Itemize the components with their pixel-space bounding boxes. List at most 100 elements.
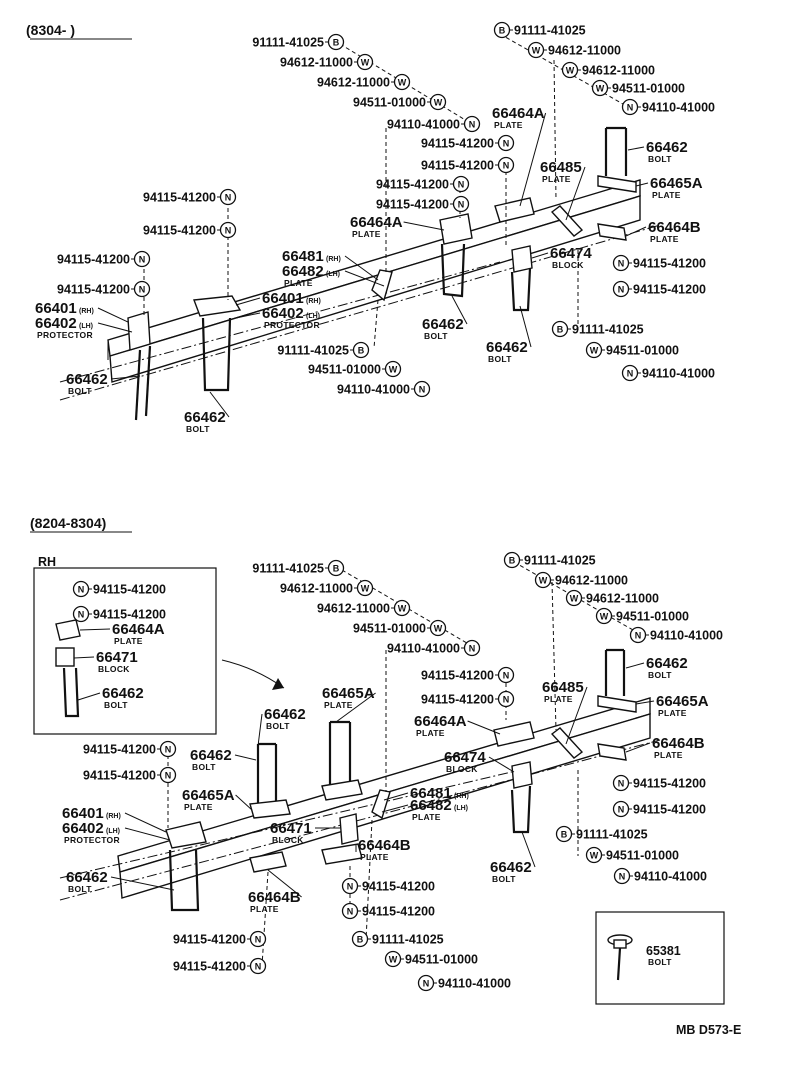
part-caption: BOLT xyxy=(266,721,290,731)
callout-symbol-letter: W xyxy=(570,594,579,604)
nut-symbol-icon xyxy=(159,766,177,784)
callout-part-number: 94115-41200 xyxy=(633,283,706,297)
top-part-66401: 66401(RH) xyxy=(35,300,129,323)
nut-symbol-icon xyxy=(133,250,151,268)
callout-part-number: 94115-41200 xyxy=(421,693,494,707)
nut-symbol-icon xyxy=(612,280,630,298)
nut-symbol-icon xyxy=(341,902,359,920)
label-layer: B91111-41025W94612-11000W94612-11000W945… xyxy=(35,21,723,992)
callout-part-number: 94115-41200 xyxy=(83,743,156,757)
washer-symbol-icon xyxy=(527,41,545,59)
callout-symbol-letter: N xyxy=(347,907,354,917)
callout-part-number: 91111-41025 xyxy=(372,933,444,947)
callout-part-number: 94511-01000 xyxy=(612,82,685,96)
callout-part-number: 94115-41200 xyxy=(376,178,449,192)
side-tag: (LH) xyxy=(79,323,93,330)
part-caption: BOLT xyxy=(186,424,210,434)
callout-part-number: 94115-41200 xyxy=(93,608,166,622)
callout-part-number: 94115-41200 xyxy=(633,803,706,817)
callout-part-number: 94115-41200 xyxy=(143,224,216,238)
bottom-frame-rail xyxy=(59,697,661,901)
part-number: 66464A xyxy=(492,105,545,122)
callout-symbol-letter: W xyxy=(590,346,599,356)
callout-symbol-letter: W xyxy=(389,955,398,965)
part-number: 66462 xyxy=(264,706,306,723)
nut-symbol-icon xyxy=(72,605,90,623)
callout-symbol-letter: W xyxy=(361,58,370,68)
bottom-part-66481: 66481(RH) xyxy=(383,785,469,802)
callout-symbol-letter: N xyxy=(503,139,510,149)
side-tag: (LH) xyxy=(306,313,320,320)
callout-symbol-letter: B xyxy=(357,935,364,945)
footer-code: MB D573-E xyxy=(676,1023,741,1037)
nut-symbol-icon xyxy=(463,639,481,657)
callout-symbol-letter: B xyxy=(333,38,340,48)
callout-symbol-letter: N xyxy=(139,255,146,265)
part-caption: BOLT xyxy=(648,670,672,680)
part-number: 66402 xyxy=(262,305,304,322)
top-front-hanger xyxy=(127,295,242,421)
nut-symbol-icon xyxy=(463,115,481,133)
callout-part-number: 94110-41000 xyxy=(387,118,460,132)
callout-part-number: 94511-01000 xyxy=(353,622,426,636)
callout-symbol-letter: B xyxy=(561,830,568,840)
part-number: 66462 xyxy=(66,869,108,886)
callout-symbol-letter: N xyxy=(627,369,634,379)
nut-symbol-icon xyxy=(497,134,515,152)
callout-symbol-letter: W xyxy=(596,84,605,94)
bolt-symbol-icon xyxy=(503,551,521,569)
bolt-symbol-icon xyxy=(327,559,345,577)
part-number: 66462 xyxy=(486,339,528,356)
callout-symbol-letter: W xyxy=(398,78,407,88)
part-caption: BOLT xyxy=(192,762,216,772)
washer-symbol-icon xyxy=(534,571,552,589)
nut-symbol-icon xyxy=(219,188,237,206)
callout-symbol-letter: N xyxy=(635,631,642,641)
part-number: 66465A xyxy=(650,175,703,192)
bolt-symbol-icon xyxy=(327,33,345,51)
callout-symbol-letter: B xyxy=(557,325,564,335)
callout-symbol-letter: W xyxy=(590,851,599,861)
bottom-part-66402: 66402(LH)PROTECTOR xyxy=(62,820,171,845)
callout-part-number: 91111-41025 xyxy=(524,554,596,568)
part-caption: PLATE xyxy=(284,278,313,288)
callout-symbol-letter: B xyxy=(333,564,340,574)
part-caption: PLATE xyxy=(412,812,441,822)
part-caption: BOLT xyxy=(68,386,92,396)
part-number: 66482 xyxy=(410,797,452,814)
callout-symbol-letter: W xyxy=(566,66,575,76)
callout-symbol-letter: W xyxy=(361,584,370,594)
part-number: 66402 xyxy=(62,820,104,837)
part-caption: BOLT xyxy=(648,154,672,164)
callout-symbol-letter: N xyxy=(78,585,85,595)
